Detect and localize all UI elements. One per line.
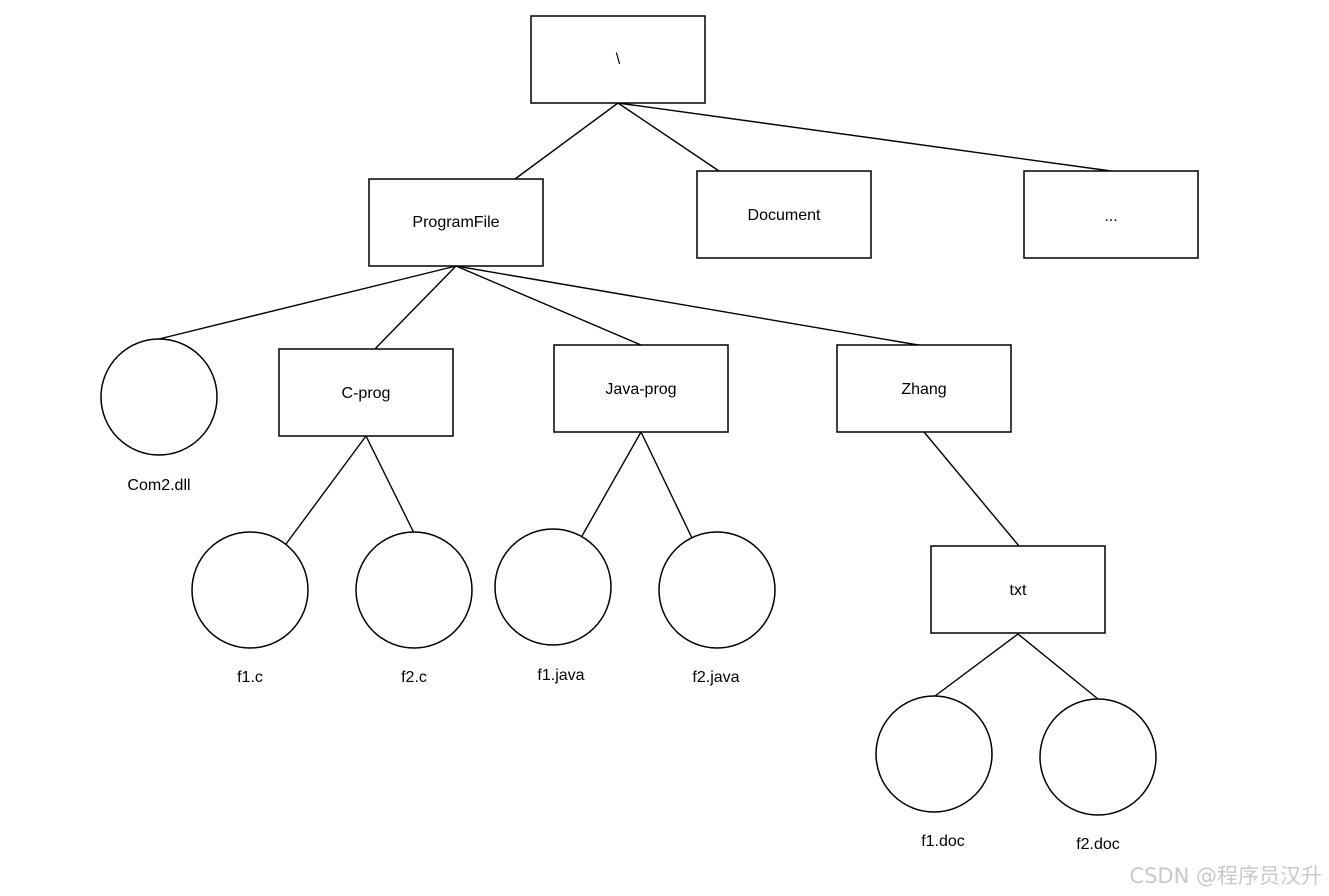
edge-programfile-cprog [371, 265, 457, 353]
node-root-label: \ [616, 51, 621, 68]
node-com2dll: Com2.dll [100, 338, 218, 494]
edge-root-programfile [514, 102, 619, 180]
node-zhang: Zhang [836, 344, 1012, 433]
node-javaprog-label: Java-prog [605, 381, 676, 398]
edge-cprog-f1c [285, 435, 367, 545]
node-cprog-label: C-prog [342, 385, 391, 402]
node-root: \ [530, 15, 706, 104]
edge-root-document [617, 102, 720, 172]
directory-nodes: \ ProgramFile Document ... C-prog Java-p… [278, 15, 1199, 634]
edge-txt-f2doc [1017, 633, 1099, 700]
edge-txt-f1doc [934, 633, 1019, 697]
node-document-label: Document [748, 207, 821, 224]
node-f1c-label: f1.c [237, 669, 263, 686]
node-f1doc: f1.doc [875, 695, 993, 850]
node-programfile-label: ProgramFile [412, 214, 499, 231]
edge-javaprog-f1java [581, 431, 642, 537]
node-javaprog: Java-prog [553, 344, 729, 433]
edge-root-ellipsis [617, 102, 1112, 172]
edge-programfile-com2dll [158, 265, 457, 340]
node-f1c: f1.c [191, 531, 309, 686]
node-cprog: C-prog [278, 348, 454, 437]
node-programfile: ProgramFile [368, 178, 544, 267]
node-txt: txt [930, 545, 1106, 634]
edge-programfile-zhang [455, 265, 931, 348]
file-nodes: Com2.dll f1.c f2.c f1.java f2.java f1.do… [100, 338, 1157, 853]
edge-programfile-javaprog [455, 265, 642, 346]
node-f2doc-label: f2.doc [1076, 836, 1120, 853]
watermark: CSDN @程序员汉升 [1129, 864, 1322, 888]
node-f2doc: f2.doc [1039, 698, 1157, 853]
node-f1java: f1.java [494, 528, 612, 684]
node-txt-label: txt [1010, 582, 1027, 599]
node-ellipsis: ... [1023, 170, 1199, 259]
node-f2java: f2.java [658, 531, 776, 686]
node-document: Document [696, 170, 872, 259]
node-com2dll-label: Com2.dll [127, 477, 190, 494]
node-f2c: f2.c [355, 531, 473, 686]
edge-cprog-f2c [365, 435, 415, 534]
node-ellipsis-label: ... [1104, 208, 1117, 225]
edges [158, 102, 1112, 700]
node-f2java-label: f2.java [692, 669, 739, 686]
node-f1java-label: f1.java [537, 667, 584, 684]
node-zhang-label: Zhang [901, 381, 946, 398]
edge-zhang-txt [923, 431, 1020, 547]
node-f1doc-label: f1.doc [921, 833, 965, 850]
node-f2c-label: f2.c [401, 669, 427, 686]
edge-javaprog-f2java [640, 431, 693, 539]
